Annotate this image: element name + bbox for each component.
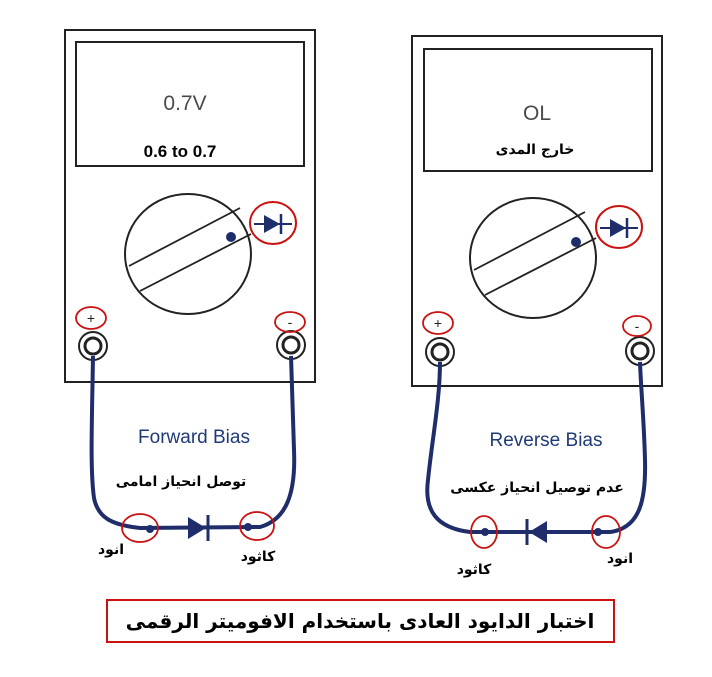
left-meter-display — [75, 41, 305, 167]
left-condition-label: توصل انحياز امامى — [116, 474, 247, 490]
left-multimeter: 0.7V 0.6 to 0.7 + - — [64, 29, 316, 565]
left-minus-marker: - — [274, 311, 306, 333]
caption-text: اختبار الدايود العادى باستخدام الافوميتر… — [126, 609, 595, 633]
right-diode-mode-icon — [595, 205, 643, 249]
right-meter-display — [423, 48, 653, 172]
right-bias-label: Reverse Bias — [490, 430, 603, 451]
left-dial-indicator-dot — [226, 232, 236, 242]
right-anode-highlight — [591, 515, 621, 549]
right-selector-dial[interactable] — [469, 197, 597, 319]
left-dial-pointer-edge — [139, 233, 252, 292]
left-meter-reading: 0.7V — [163, 92, 206, 115]
right-minus-sign: - — [635, 318, 640, 334]
left-plus-sign: + — [87, 310, 95, 326]
left-anode-highlight — [121, 513, 159, 543]
right-negative-terminal[interactable] — [625, 336, 655, 366]
left-anode-probe-tip — [146, 525, 154, 533]
left-minus-sign: - — [288, 314, 293, 330]
right-meter-reading: OL — [523, 102, 551, 125]
right-anode-label: انود — [607, 551, 633, 567]
right-cathode-highlight — [470, 515, 498, 549]
left-probe-wire — [89, 355, 297, 531]
right-dial-indicator-dot — [571, 237, 581, 247]
left-dial-pointer-edge — [128, 207, 241, 267]
left-positive-terminal[interactable] — [78, 331, 108, 361]
right-diode-component — [525, 519, 547, 545]
right-cathode-label: كاثود — [457, 562, 492, 578]
left-anode-label: انود — [98, 542, 124, 558]
right-anode-probe-tip — [594, 528, 602, 536]
left-diode-mode-icon — [249, 201, 297, 245]
left-cathode-label: كاثود — [241, 549, 276, 565]
left-negative-terminal[interactable] — [276, 330, 306, 360]
right-dial-pointer-edge — [484, 237, 597, 296]
caption-box: اختبار الدايود العادى باستخدام الافوميتر… — [106, 599, 615, 643]
right-meter-range-label: خارج المدى — [496, 142, 575, 158]
right-probe-wire — [425, 361, 648, 534]
left-selector-dial[interactable] — [124, 193, 252, 315]
right-plus-marker: + — [422, 311, 454, 335]
right-plus-sign: + — [434, 315, 442, 331]
left-plus-marker: + — [75, 306, 107, 330]
right-cathode-probe-tip — [481, 528, 489, 536]
left-meter-range-label: 0.6 to 0.7 — [144, 142, 217, 161]
left-cathode-probe-tip — [244, 523, 252, 531]
right-dial-pointer-edge — [473, 211, 586, 271]
left-diode-component — [188, 515, 210, 541]
right-multimeter: OL خارج المدى + - — [411, 35, 663, 578]
left-bias-label: Forward Bias — [138, 427, 250, 448]
left-cathode-highlight — [239, 511, 275, 541]
right-condition-label: عدم توصيل انحياز عكسى — [450, 480, 624, 496]
right-minus-marker: - — [622, 315, 652, 337]
right-positive-terminal[interactable] — [425, 337, 455, 367]
